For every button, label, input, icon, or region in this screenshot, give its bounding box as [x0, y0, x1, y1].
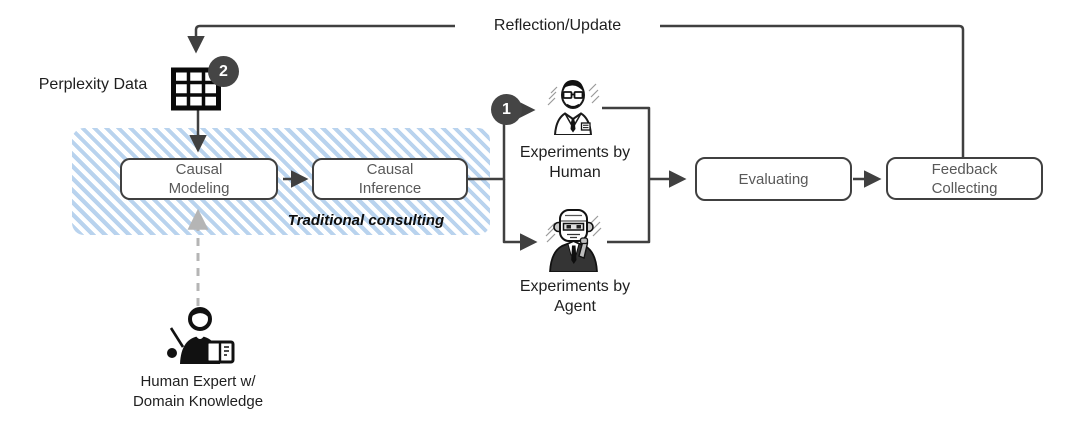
experiments-by-human-label: Experiments by Human [519, 144, 631, 181]
causal-modeling-box: Causal Modeling [120, 158, 278, 200]
data-table-icon [171, 67, 221, 111]
inference-to-agent-arrow [502, 179, 538, 251]
causal-inference-label: Causal Inference [358, 161, 422, 197]
human-consultant-illustration [547, 80, 600, 135]
feedback-collecting-box: Feedback Collecting [886, 157, 1043, 200]
perplexity-data-label: Perplexity Data [38, 76, 148, 93]
causal-modeling-label: Causal Modeling [168, 161, 230, 197]
step-2-badge: 2 [208, 56, 239, 87]
human-expert-icon [167, 307, 235, 364]
human-expert-label: Human Expert w/ Domain Knowledge [132, 373, 264, 410]
agent-robot-illustration [545, 209, 602, 272]
reflection-line-right [660, 24, 965, 157]
reflection-update-label: Reflection/Update [493, 17, 622, 34]
experiments-by-agent-label: Experiments by Agent [519, 278, 631, 315]
traditional-consulting-label: Traditional consulting [287, 212, 445, 229]
feedback-collecting-label: Feedback Collecting [931, 160, 998, 197]
evaluating-box: Evaluating [695, 157, 852, 201]
evaluating-label: Evaluating [738, 170, 809, 188]
causal-inference-box: Causal Inference [312, 158, 468, 200]
reflection-line-left-arrow [187, 24, 455, 54]
step-1-badge: 1 [491, 94, 522, 125]
